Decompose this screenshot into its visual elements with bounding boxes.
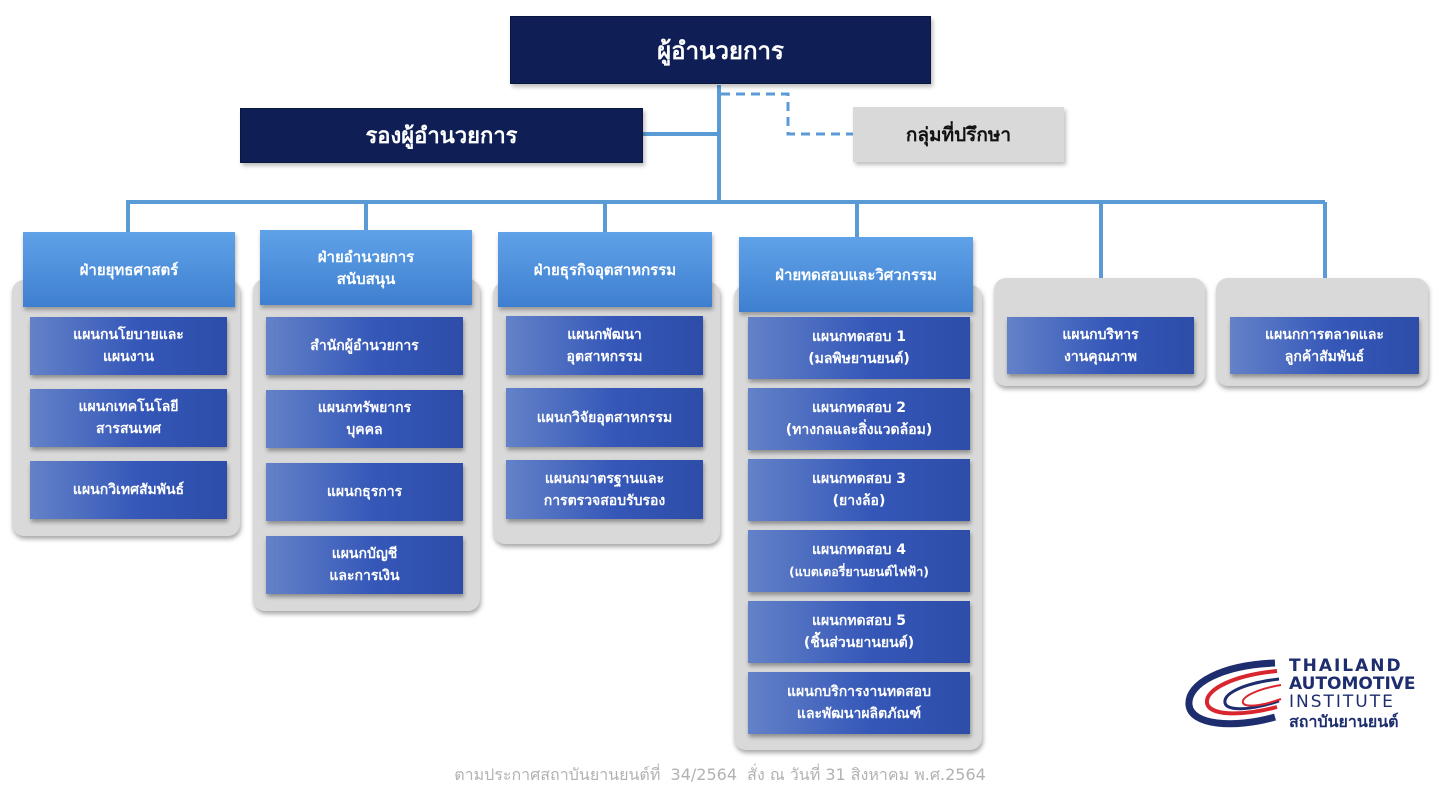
division-title: ฝ่ายทดสอบและวิศวกรรม	[775, 265, 937, 284]
logo-line2: AUTOMOTIVE	[1289, 674, 1416, 694]
unit-marketing-customer-relations: แผนกการตลาดและ ลูกค้าสัมพันธ์	[1230, 317, 1419, 374]
unit-label-line2: (แบตเตอรี่ยานยนต์ไฟฟ้า)	[788, 564, 930, 579]
unit-label-line1: แผนกบริหาร	[1062, 326, 1139, 343]
unit-label-line2: ลูกค้าสัมพันธ์	[1284, 348, 1365, 365]
unit-label-line1: แผนกการตลาดและ	[1265, 326, 1384, 343]
advisory-group-box: กลุ่มที่ปรึกษา	[853, 107, 1064, 162]
unit-quality-management: แผนกบริหาร งานคุณภาพ	[1007, 317, 1194, 374]
division-title-line2: สนับสนุน	[336, 269, 396, 288]
division-title: ฝ่ายยุทธศาสตร์	[79, 260, 179, 279]
deputy-director-label: รองผู้อำนวยการ	[365, 124, 518, 149]
unit-testing-2: แผนกทดสอบ 2 (ทางกลและสิ่งแวดล้อม)	[748, 388, 970, 450]
unit-testing-5: แผนกทดสอบ 5 (ชิ้นส่วนยานยนต์)	[748, 601, 970, 663]
deputy-director-box: รองผู้อำนวยการ	[240, 108, 643, 163]
unit-label-line1: แผนกบริการงานทดสอบ	[787, 684, 931, 700]
unit-label-line2: (มลพิษยานยนต์)	[808, 351, 910, 367]
unit-label-line1: แผนกทดสอบ 3	[811, 471, 907, 487]
unit-industry-research: แผนกวิจัยอุตสาหกรรม	[506, 388, 703, 447]
unit-label-line1: แผนกมาตรฐานและ	[544, 470, 665, 487]
division-head-support: ฝ่ายอำนวยการ สนับสนุน	[260, 230, 472, 305]
division-title-line1: ฝ่ายอำนวยการ	[317, 247, 415, 266]
director-label: ผู้อำนวยการ	[657, 36, 784, 65]
unit-director-office: สำนักผู้อำนวยการ	[266, 317, 463, 375]
unit-industry-development: แผนกพัฒนา อุตสาหกรรม	[506, 316, 703, 375]
unit-label-line1: แผนกนโยบายและ	[73, 327, 184, 343]
unit-label-line2: (ยางล้อ)	[832, 493, 886, 509]
unit-label-line1: แผนกทดสอบ 2	[811, 400, 907, 416]
unit-accounting-finance: แผนกบัญชี และการเงิน	[266, 536, 463, 594]
unit-testing-1: แผนกทดสอบ 1 (มลพิษยานยนต์)	[748, 317, 970, 379]
unit-testing-4: แผนกทดสอบ 4 (แบตเตอรี่ยานยนต์ไฟฟ้า)	[748, 530, 970, 592]
unit-testing-service-development: แผนกบริการงานทดสอบ และพัฒนาผลิตภัณฑ์	[748, 672, 970, 734]
logo-line1: THAILAND	[1289, 656, 1403, 676]
unit-label-line1: แผนกทดสอบ 1	[811, 329, 907, 345]
unit-label-line2: อุตสาหกรรม	[566, 348, 643, 365]
unit-label-line2: และการเงิน	[329, 568, 400, 584]
division-head-industry-business: ฝ่ายธุรกิจอุตสาหกรรม	[498, 232, 712, 307]
logo-line3: INSTITUTE	[1289, 692, 1395, 712]
unit-label-line1: แผนกวิเทศสัมพันธ์	[72, 482, 185, 498]
unit-label-line1: แผนกพัฒนา	[567, 326, 642, 343]
unit-label-line2: แผนงาน	[102, 349, 155, 365]
unit-label-line2: งานคุณภาพ	[1064, 348, 1137, 365]
unit-policy-planning: แผนกนโยบายและ แผนงาน	[30, 317, 227, 375]
division-title: ฝ่ายธุรกิจอุตสาหกรรม	[533, 260, 677, 279]
unit-information-technology: แผนกเทคโนโลยี สารสนเทศ	[30, 389, 227, 447]
unit-human-resources: แผนกทรัพยากร บุคคล	[266, 390, 463, 448]
unit-label-line2: บุคคล	[346, 422, 383, 438]
unit-label-line1: แผนกเทคโนโลยี	[78, 399, 179, 415]
unit-standards-certification: แผนกมาตรฐานและ การตรวจสอบรับรอง	[506, 460, 703, 519]
unit-label-line1: แผนกทรัพยากร	[317, 400, 412, 416]
division-head-testing-engineering: ฝ่ายทดสอบและวิศวกรรม	[739, 237, 973, 312]
unit-label-line2: สารสนเทศ	[96, 421, 161, 437]
tai-logo: THAILAND AUTOMOTIVE INSTITUTE สถาบันยานย…	[1183, 655, 1423, 735]
logo-swoosh-icon	[1185, 659, 1282, 728]
division-head-strategy: ฝ่ายยุทธศาสตร์	[23, 232, 235, 307]
director-box: ผู้อำนวยการ	[510, 16, 931, 84]
unit-label-line1: สำนักผู้อำนวยการ	[310, 338, 419, 354]
unit-label-line1: แผนกธุรการ	[326, 484, 403, 500]
advisory-group-label: กลุ่มที่ปรึกษา	[905, 123, 1012, 146]
unit-label-line2: (ทางกลและสิ่งแวดล้อม)	[785, 422, 933, 438]
unit-administration: แผนกธุรการ	[266, 463, 463, 521]
unit-international-relations: แผนกวิเทศสัมพันธ์	[30, 461, 227, 519]
unit-label-line2: และพัฒนาผลิตภัณฑ์	[796, 706, 922, 722]
logo-line4: สถาบันยานยนต์	[1289, 712, 1399, 731]
unit-label-line1: แผนกวิจัยอุตสาหกรรม	[536, 409, 673, 426]
unit-label-line1: แผนกบัญชี	[331, 546, 398, 562]
unit-label-line1: แผนกทดสอบ 5	[811, 613, 907, 629]
announcement-footer: ตามประกาศสถาบันยานยนต์ที่ 34/2564 สั่ง ณ…	[454, 765, 986, 784]
unit-label-line2: การตรวจสอบรับรอง	[543, 492, 666, 509]
unit-label-line1: แผนกทดสอบ 4	[811, 542, 907, 558]
unit-label-line2: (ชิ้นส่วนยานยนต์)	[803, 635, 915, 651]
unit-testing-3: แผนกทดสอบ 3 (ยางล้อ)	[748, 459, 970, 521]
